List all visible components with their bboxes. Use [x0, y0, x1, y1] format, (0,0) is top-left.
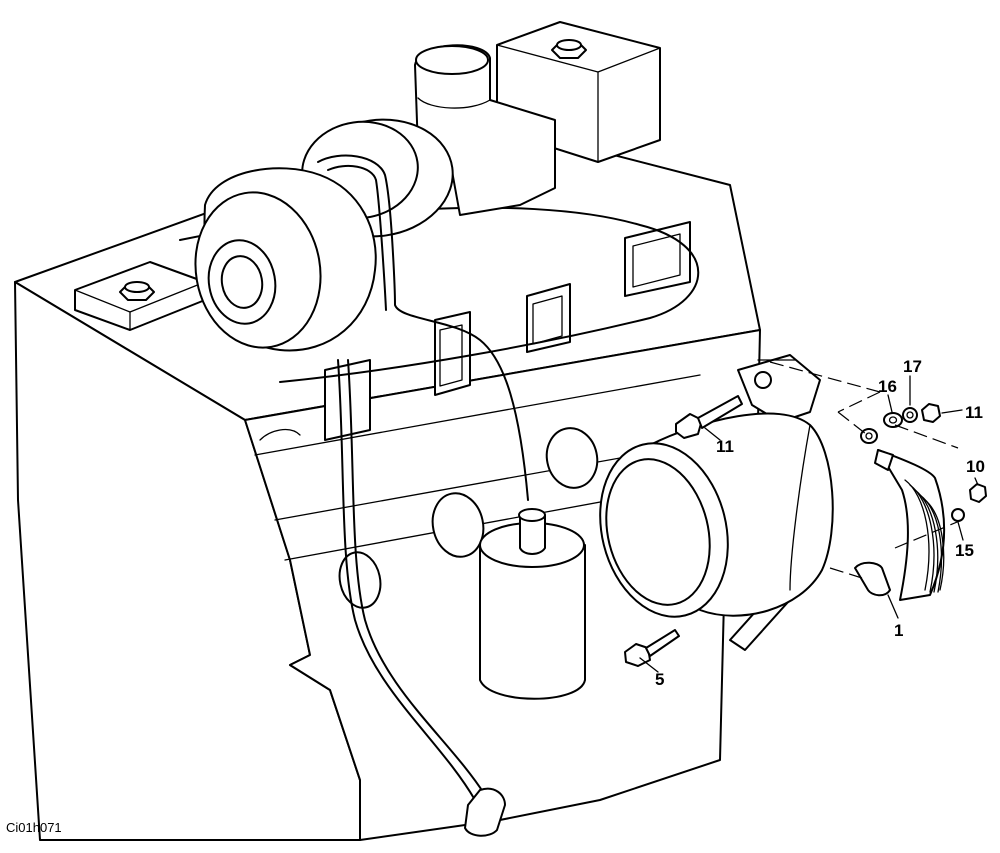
nut-11 [921, 403, 941, 423]
callout-16: 16 [878, 377, 897, 396]
rear-cover [874, 449, 946, 601]
leader-lines [639, 375, 979, 673]
callout-11: 11 [965, 403, 983, 422]
washer-16 [883, 412, 903, 428]
nut-10 [969, 483, 987, 503]
callout-10: 10 [966, 457, 985, 476]
callout-6: 11 [716, 437, 734, 456]
alternator [599, 354, 891, 651]
callout-5: 5 [655, 670, 664, 689]
lock-washer-15 [951, 508, 965, 522]
callout-17: 17 [903, 357, 922, 376]
oil-filter [479, 508, 586, 700]
bolt-6 [675, 395, 743, 439]
turbocharger [194, 118, 454, 352]
drawing-code: Ci01h071 [6, 820, 62, 835]
lock-washer-17 [902, 407, 918, 423]
callout-1: 1 [894, 621, 903, 640]
callout-15: 15 [955, 541, 974, 560]
